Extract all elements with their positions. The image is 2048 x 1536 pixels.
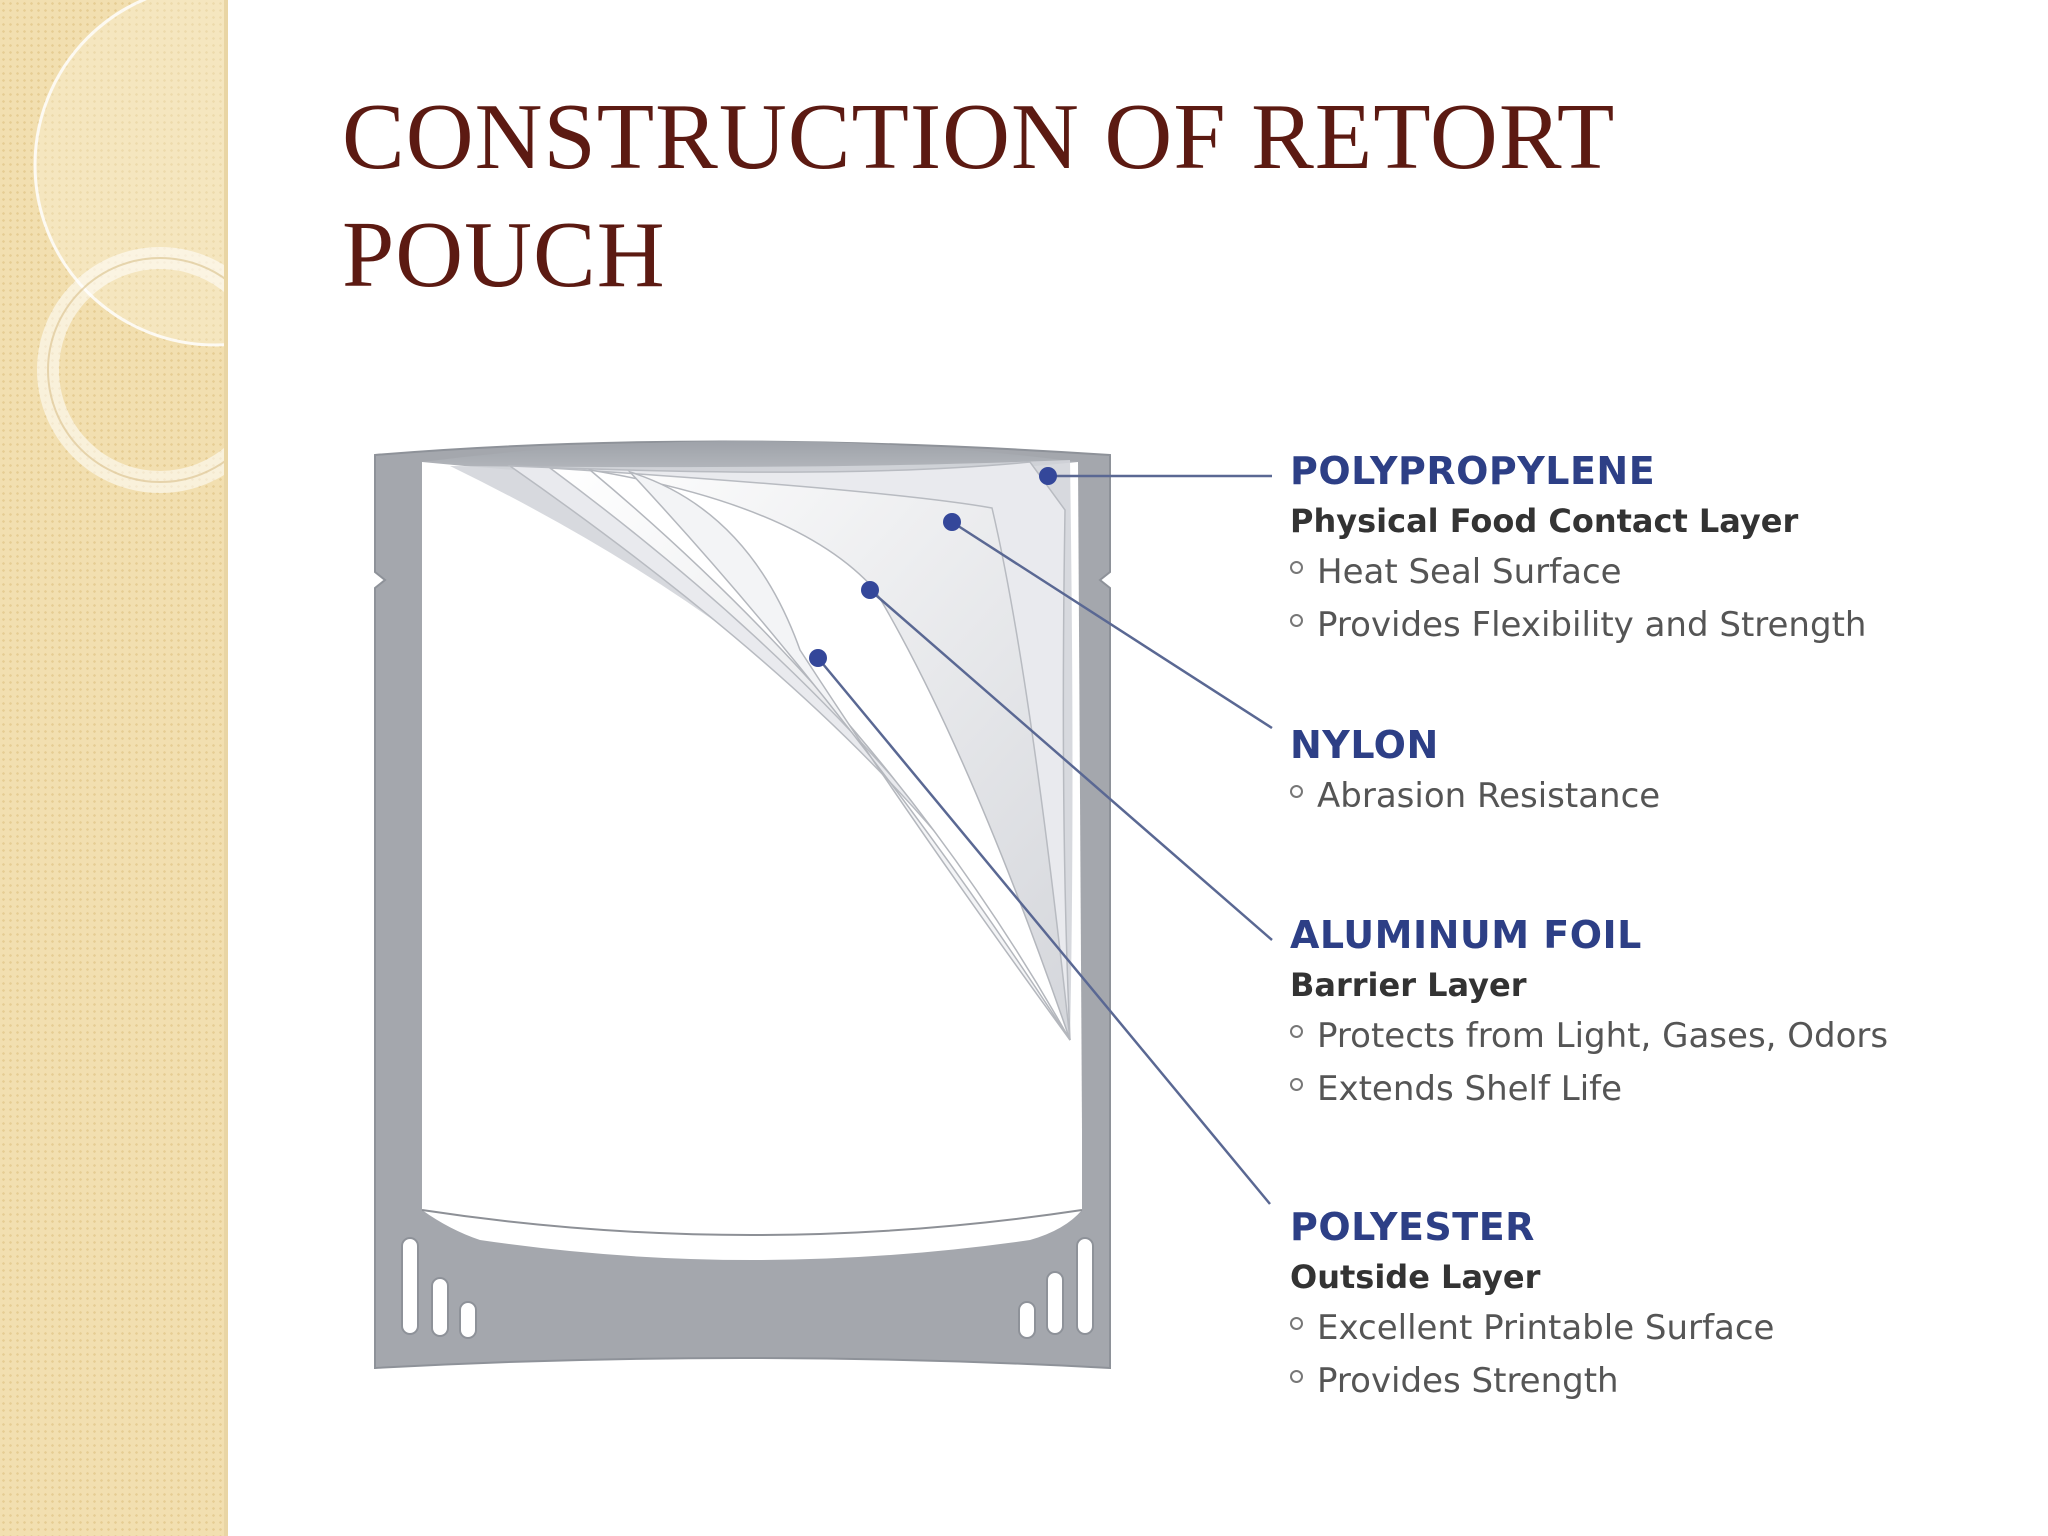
layer-aluminum-foil: ALUMINUM FOIL Barrier Layer Protects fro…	[1290, 910, 1888, 1116]
feature-text: Provides Strength	[1317, 1361, 1619, 1401]
feature-item: Provides Flexibility and Strength	[1290, 599, 1866, 652]
layer-polypropylene: POLYPROPYLENE Physical Food Contact Laye…	[1290, 446, 1866, 652]
feature-item: Heat Seal Surface	[1290, 546, 1866, 599]
peeled-layers	[450, 460, 1073, 1041]
feature-item: Provides Strength	[1290, 1355, 1774, 1408]
title-line-1: CONSTRUCTION OF RETORT	[342, 85, 1616, 189]
layer-name: ALUMINUM FOIL	[1290, 913, 1642, 957]
feature-text: Excellent Printable Surface	[1317, 1308, 1775, 1348]
bullet-icon	[1290, 785, 1303, 798]
dot-aluminum-foil	[861, 581, 879, 599]
bullet-icon	[1290, 561, 1303, 574]
feature-item: Abrasion Resistance	[1290, 770, 1660, 823]
bullet-icon	[1290, 1078, 1303, 1091]
bullet-icon	[1290, 1025, 1303, 1038]
feature-item: Extends Shelf Life	[1290, 1063, 1888, 1116]
feature-text: Protects from Light, Gases, Odors	[1317, 1016, 1889, 1056]
bullet-icon	[1290, 1317, 1303, 1330]
layer-nylon: NYLON Abrasion Resistance	[1290, 720, 1660, 823]
decorative-rings	[33, 0, 228, 493]
feature-text: Heat Seal Surface	[1317, 552, 1622, 592]
slide-title: CONSTRUCTION OF RETORT POUCH	[342, 78, 1842, 314]
gusset-line	[421, 1209, 1083, 1236]
bottom-slots	[401, 1237, 1094, 1339]
layer-role: Barrier Layer	[1290, 966, 1527, 1004]
layer-role: Physical Food Contact Layer	[1290, 502, 1799, 540]
dot-polyester	[809, 649, 827, 667]
layer-role: Outside Layer	[1290, 1258, 1541, 1296]
retort-pouch-diagram	[330, 400, 1980, 1450]
layer-name: NYLON	[1290, 723, 1439, 767]
leader-lines	[817, 474, 1273, 1205]
pouch-illustration	[374, 440, 1273, 1370]
decorative-sidebar	[0, 0, 228, 1536]
bullet-icon	[1290, 614, 1303, 627]
layer-name: POLYESTER	[1290, 1205, 1535, 1249]
title-line-2: POUCH	[342, 203, 666, 307]
feature-item: Excellent Printable Surface	[1290, 1302, 1774, 1355]
leader-dots	[809, 467, 1057, 667]
dot-nylon	[943, 513, 961, 531]
feature-item: Protects from Light, Gases, Odors	[1290, 1010, 1888, 1063]
bullet-icon	[1290, 1370, 1303, 1383]
feature-text: Provides Flexibility and Strength	[1317, 605, 1867, 645]
feature-text: Abrasion Resistance	[1317, 776, 1661, 816]
layer-name: POLYPROPYLENE	[1290, 449, 1656, 493]
feature-text: Extends Shelf Life	[1317, 1069, 1623, 1109]
dot-polypropylene	[1039, 467, 1057, 485]
bottom-gusset	[422, 1130, 1082, 1260]
layer-polyester: POLYESTER Outside Layer Excellent Printa…	[1290, 1202, 1774, 1408]
